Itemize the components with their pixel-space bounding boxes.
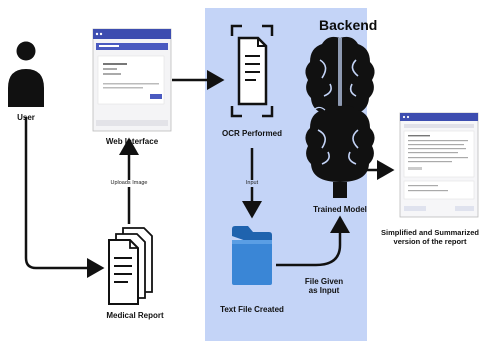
medical-report-label: Medical Report [106, 311, 164, 320]
edge-textfile-to-model [276, 215, 350, 267]
text-file-label: Text File Created [220, 305, 284, 314]
brain-icon [305, 36, 375, 198]
uploads-image-label: Uploads Image [106, 180, 152, 187]
output-label-line1: Simplified and Summarized [381, 228, 479, 237]
file-given-line2: as Input [308, 286, 340, 296]
medical-report-icon [108, 227, 153, 305]
output-label: Simplified and Summarized version of the… [379, 228, 481, 246]
user-label: User [17, 113, 35, 122]
trained-model-label: Trained Model [313, 205, 367, 214]
ocr-label: OCR Performed [221, 129, 282, 138]
file-given-line1: File Given [304, 277, 344, 286]
web-interface-label: Web Interface [105, 137, 159, 146]
summary-window [399, 112, 479, 218]
output-label-line2: version of the report [393, 236, 467, 246]
edge-user-to-report [24, 117, 105, 278]
file-given-label: File Given as Input [296, 277, 352, 295]
ocr-scan-icon [230, 24, 274, 118]
backend-title: Backend [319, 17, 378, 33]
input-edge-label: Input [238, 180, 266, 187]
folder-icon [232, 226, 272, 285]
user-icon [8, 41, 44, 107]
web-interface-window [92, 28, 172, 132]
